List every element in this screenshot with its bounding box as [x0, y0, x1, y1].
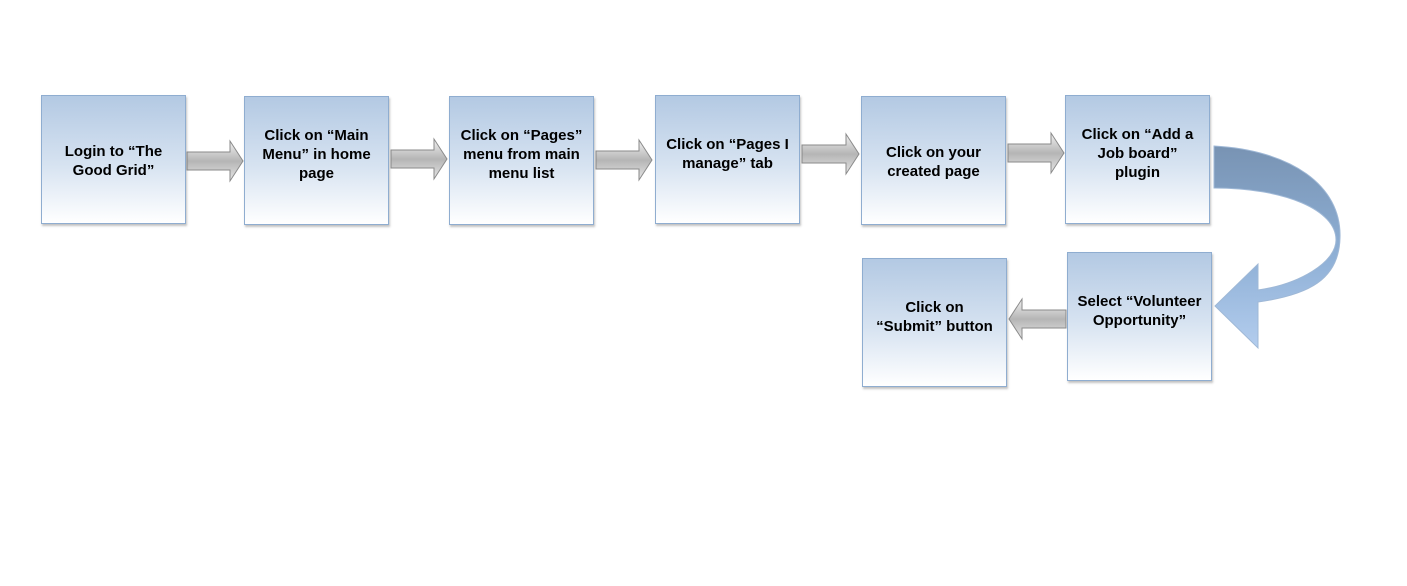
arrow-right-5 [1007, 131, 1065, 175]
step-select-volunteer-label: Select “Volunteer Opportunity” [1077, 292, 1202, 329]
arrow-right-1 [186, 139, 244, 183]
step-add-job-board-label: Click on “Add a Job board” plugin [1081, 126, 1194, 181]
arrow-left [1008, 297, 1067, 341]
step-login-label: Login to “The Good Grid” [64, 142, 163, 179]
step-login: Login to “The Good Grid” [41, 95, 186, 224]
step-pages-i-manage-label: Click on “Pages I manage” tab [666, 135, 789, 172]
step-pages-i-manage: Click on “Pages I manage” tab [655, 95, 800, 224]
step-created-page-label: Click on your created page [885, 143, 982, 180]
step-select-volunteer: Select “Volunteer Opportunity” [1067, 252, 1212, 381]
step-main-menu: Click on “Main Menu” in home page [244, 96, 389, 225]
step-pages-menu: Click on “Pages” menu from main menu lis… [449, 96, 594, 225]
step-created-page: Click on your created page [861, 96, 1006, 225]
step-pages-menu-label: Click on “Pages” menu from main menu lis… [460, 127, 583, 182]
arrow-right-2 [390, 137, 448, 181]
arrow-right-4 [801, 132, 860, 176]
arrow-right-3 [595, 138, 653, 182]
step-main-menu-label: Click on “Main Menu” in home page [262, 127, 371, 182]
step-submit: Click on “Submit” button [862, 258, 1007, 387]
step-add-job-board: Click on “Add a Job board” plugin [1065, 95, 1210, 224]
curved-arrow [1213, 145, 1341, 350]
step-submit-label: Click on “Submit” button [876, 298, 993, 335]
